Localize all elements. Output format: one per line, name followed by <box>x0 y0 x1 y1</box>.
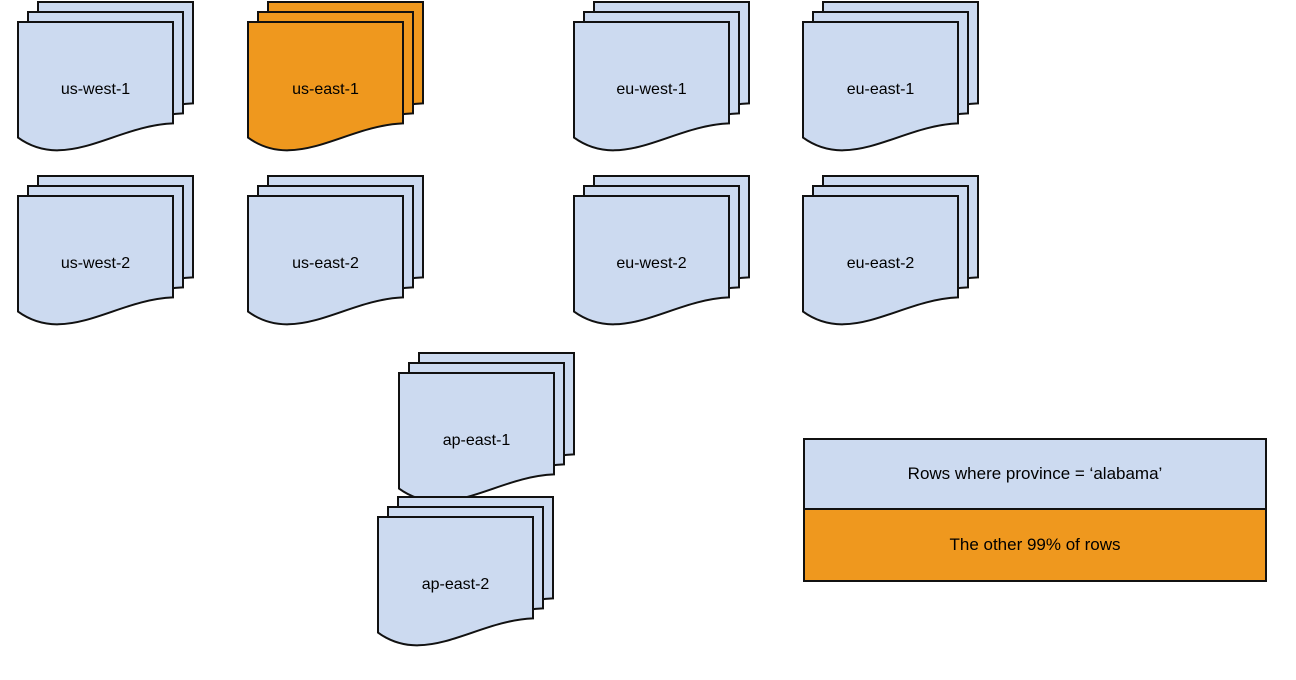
document-sheet <box>573 21 730 152</box>
legend-box: Rows where province = ‘alabama’ The othe… <box>803 438 1267 582</box>
document-stack-eu-west-1[interactable] <box>573 1 750 152</box>
document-sheet <box>17 195 174 326</box>
document-stack-eu-east-1[interactable] <box>802 1 979 152</box>
document-sheet <box>802 195 959 326</box>
document-stack-us-east-2[interactable] <box>247 175 424 326</box>
document-sheet <box>398 372 555 503</box>
legend-label-orange: The other 99% of rows <box>949 535 1121 554</box>
document-stack-eu-east-2[interactable] <box>802 175 979 326</box>
document-stack-us-east-1[interactable] <box>247 1 424 152</box>
document-stack-ap-east-2[interactable] <box>377 496 554 647</box>
legend-row-orange: The other 99% of rows <box>805 510 1265 580</box>
document-sheet <box>247 195 404 326</box>
document-stack-us-west-1[interactable] <box>17 1 194 152</box>
document-stack-eu-west-2[interactable] <box>573 175 750 326</box>
document-sheet <box>573 195 730 326</box>
document-sheet <box>377 516 534 647</box>
document-stack-us-west-2[interactable] <box>17 175 194 326</box>
legend-label-blue: Rows where province = ‘alabama’ <box>907 464 1163 483</box>
document-sheet <box>802 21 959 152</box>
document-stack-ap-east-1[interactable] <box>398 352 575 503</box>
document-sheet <box>247 21 404 152</box>
document-sheet <box>17 21 174 152</box>
legend-row-blue: Rows where province = ‘alabama’ <box>805 440 1265 510</box>
